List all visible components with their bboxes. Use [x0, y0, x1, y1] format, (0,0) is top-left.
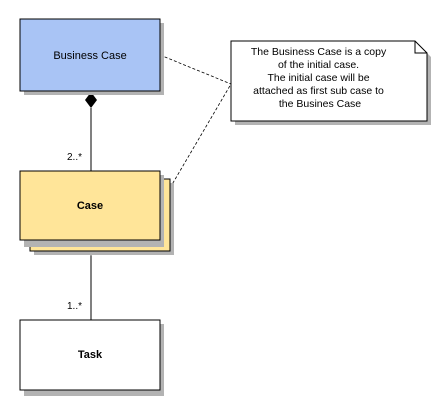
class-label: Case — [77, 200, 103, 212]
class-box — [19, 170, 161, 241]
note-connector-case — [159, 83, 232, 206]
note-line: The initial case will be — [267, 72, 369, 84]
class-task[interactable]: Task — [19, 319, 164, 396]
class-business-case[interactable]: Business Case — [19, 18, 164, 95]
note-text: The Business Case is a copy of the initi… — [251, 46, 389, 110]
multiplicity-label: 1..* — [67, 301, 82, 312]
note-connector-business-case — [159, 54, 232, 85]
note[interactable]: The Business Case is a copy of the initi… — [230, 40, 431, 125]
note-connectors — [159, 54, 232, 206]
note-line: attached as first sub case to — [253, 85, 384, 97]
composition-diamond — [85, 92, 97, 108]
note-folded-corner — [414, 41, 427, 54]
multiplicity-label: 2..* — [67, 152, 82, 163]
class-case[interactable]: Case — [19, 170, 174, 255]
class-label: Task — [78, 349, 103, 361]
class-box — [19, 319, 161, 391]
note-line: of the initial case. — [278, 59, 359, 71]
note-line: The Business Case is a copy — [251, 46, 387, 58]
class-label: Business Case — [53, 50, 126, 62]
note-body — [230, 40, 428, 122]
class-box — [19, 18, 161, 92]
edge-business-case-to-case: 2..* — [67, 92, 97, 171]
note-line: the Busines Case — [279, 98, 361, 110]
